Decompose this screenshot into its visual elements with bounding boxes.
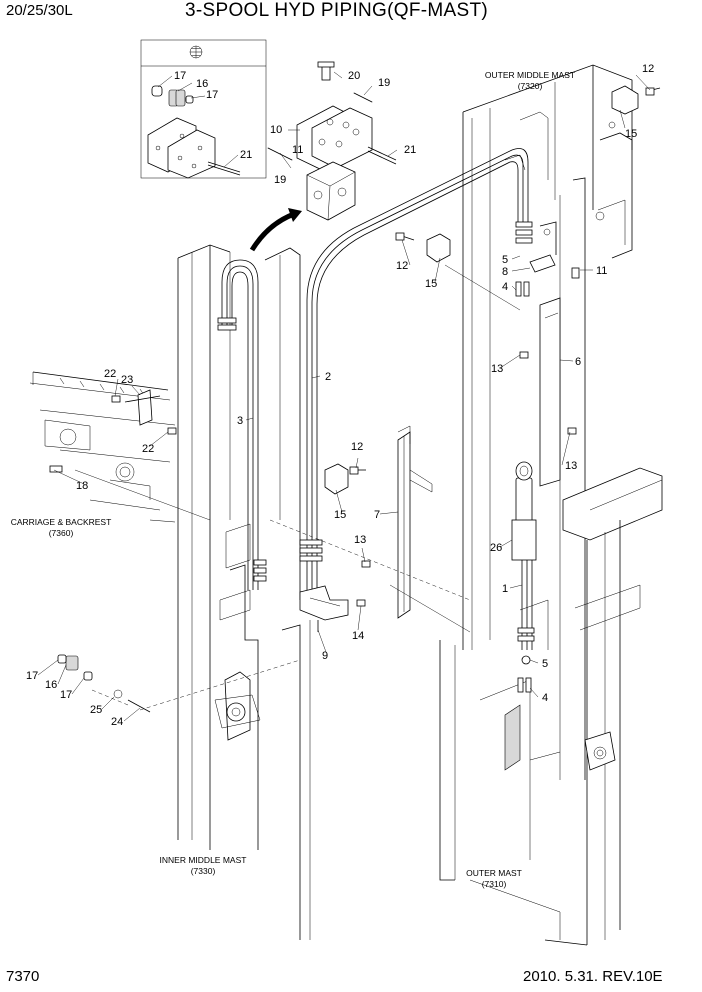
outer-middle-mast-frame [462, 64, 633, 780]
direction-arrow [249, 208, 302, 252]
callout-5: 5 [542, 658, 548, 670]
model-code: 20/25/30L [6, 2, 73, 19]
bracket-8 [529, 221, 557, 273]
detail-inset [140, 39, 267, 179]
callout-8: 8 [502, 266, 508, 278]
callout-21: 21 [404, 144, 416, 156]
caption-outer-mast: OUTER MAST [466, 868, 522, 878]
bracket-7 [397, 425, 433, 619]
callout-12: 12 [351, 441, 363, 453]
outer-mast-frame [439, 467, 663, 946]
callout-4: 4 [502, 281, 508, 293]
callout-16: 16 [196, 78, 208, 90]
callout-6: 6 [575, 356, 581, 368]
callout-22: 22 [104, 368, 116, 380]
page-number: 7370 [6, 968, 40, 985]
callout-15: 15 [334, 509, 346, 521]
callout-13: 13 [491, 363, 503, 375]
callout-7: 7 [374, 509, 380, 521]
caption-inner-middle-mast-ref: (7330) [191, 866, 216, 876]
caption-outer-middle-mast-ref: (7320) [518, 81, 543, 91]
callout-labels: 17 16 17 21 20 19 10 11 19 21 12 15 5 8 … [26, 63, 654, 728]
callout-15: 15 [625, 128, 637, 140]
page-title: 3-SPOOL HYD PIPING(QF-MAST) [185, 0, 488, 21]
callout-11: 11 [596, 265, 607, 277]
callout-22: 22 [142, 443, 154, 455]
fitting-block-9 [299, 585, 349, 632]
callout-21: 21 [240, 149, 252, 161]
caption-outer-mast-ref: (7310) [482, 879, 507, 889]
callout-25: 25 [90, 704, 102, 716]
clamp-blocks [49, 85, 661, 713]
caption-carriage-backrest: CARRIAGE & BACKREST [11, 517, 112, 527]
callout-18: 18 [76, 480, 88, 492]
callout-4: 4 [542, 692, 548, 704]
top-bracket-assembly [267, 61, 398, 221]
callout-9: 9 [322, 650, 328, 662]
callout-17: 17 [60, 689, 72, 701]
cylinder-26 [511, 461, 537, 561]
callout-12: 12 [396, 260, 408, 272]
caption-carriage-backrest-ref: (7360) [49, 528, 74, 538]
callout-13: 13 [354, 534, 366, 546]
revision-date: 2010. 5.31. REV.10E [523, 968, 663, 985]
callout-5: 5 [502, 254, 508, 266]
callout-19: 19 [274, 174, 286, 186]
caption-outer-middle-mast: OUTER MIDDLE MAST [485, 70, 575, 80]
callout-13: 13 [565, 460, 577, 472]
callout-17: 17 [26, 670, 38, 682]
callout-17: 17 [206, 89, 218, 101]
inner-middle-mast-frame [177, 244, 311, 940]
callout-23: 23 [121, 374, 133, 386]
callout-10: 10 [270, 124, 282, 136]
callout-11: 11 [292, 144, 303, 156]
callout-17: 17 [174, 70, 186, 82]
callout-15: 15 [425, 278, 437, 290]
callout-19: 19 [378, 77, 390, 89]
callout-26: 26 [490, 542, 502, 554]
bracket-6 [539, 297, 561, 487]
callout-12: 12 [642, 63, 654, 75]
assembly-captions: OUTER MIDDLE MAST (7320) CARRIAGE & BACK… [11, 70, 575, 889]
hose-routing [217, 148, 535, 665]
callout-1: 1 [502, 583, 508, 595]
guide-lines [74, 264, 521, 711]
callout-20: 20 [348, 70, 360, 82]
callout-3: 3 [237, 415, 243, 427]
caption-inner-middle-mast: INNER MIDDLE MAST [160, 855, 247, 865]
callout-leaders [37, 74, 651, 722]
callout-16: 16 [45, 679, 57, 691]
callout-2: 2 [325, 371, 331, 383]
callout-24: 24 [111, 716, 123, 728]
callout-14: 14 [352, 630, 364, 642]
